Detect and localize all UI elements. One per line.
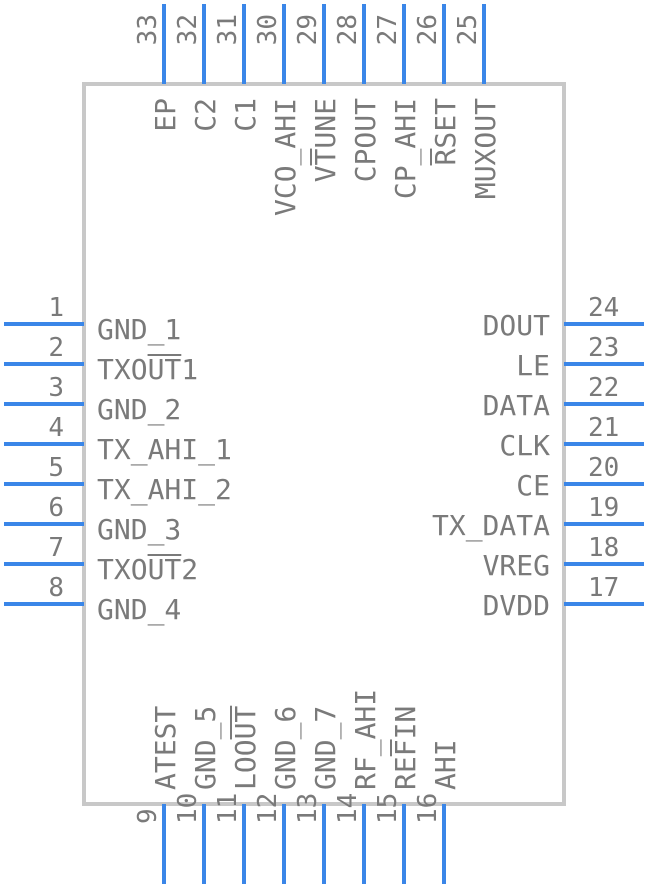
pin-13-number: 13 (293, 793, 323, 824)
pin-3-number: 3 (48, 373, 64, 403)
pin-19-number: 19 (588, 493, 619, 523)
pin-2-number: 2 (48, 333, 64, 363)
pin-20-name: CE (516, 469, 550, 502)
pin-20-number: 20 (588, 453, 619, 483)
pin-5-number: 5 (48, 453, 64, 483)
pin-28-name: CPOUT (349, 98, 382, 182)
pin-9-name: ATEST (149, 706, 182, 790)
pin-12-name: GND_6 (269, 706, 303, 790)
pin-24-number: 24 (588, 293, 619, 323)
pin-1-number: 1 (48, 293, 64, 323)
pin-22-name: DATA (483, 389, 551, 422)
pin-32-number: 32 (173, 14, 203, 45)
pin-18-name: VREG (483, 549, 550, 582)
pin-8-number: 8 (48, 573, 64, 603)
pin-18-number: 18 (588, 533, 619, 563)
pin-26-number: 26 (413, 14, 443, 45)
pin-10-number: 10 (173, 793, 203, 824)
pin-17-name: DVDD (483, 589, 550, 622)
pin-13-name: GND_7 (309, 706, 343, 790)
pin-3-name: GND_2 (97, 393, 181, 427)
pin-12-number: 12 (253, 793, 283, 824)
pin-16-name: AHI (429, 739, 462, 790)
pin-11-number: 11 (213, 793, 243, 824)
pin-17-number: 17 (588, 573, 619, 603)
pin-29-number: 29 (293, 14, 323, 45)
pin-7-name: TXOUT2 (97, 553, 198, 586)
pin-27-name: CP_AHI (389, 98, 423, 199)
pin-10-name: GND_5 (189, 706, 223, 790)
pin-11-name: LOOUT (229, 706, 262, 790)
pin-8-name: GND_4 (97, 593, 181, 627)
pin-31-number: 31 (213, 14, 243, 45)
pin-6-name: GND_3 (97, 513, 181, 547)
pin-27-number: 27 (373, 14, 403, 45)
pin-22-number: 22 (588, 373, 619, 403)
pin-21-name: CLK (499, 429, 550, 462)
pin-5-name: TX_AHI_2 (97, 473, 232, 507)
pin-26-name: RSET (429, 98, 462, 166)
pin-25-number: 25 (453, 14, 483, 45)
pin-25-name: MUXOUT (469, 98, 502, 199)
pin-1-name: GND_1 (97, 313, 181, 347)
pin-30-number: 30 (253, 14, 283, 45)
pin-15-name: REFIN (389, 706, 422, 790)
pin-6-number: 6 (48, 493, 64, 523)
pin-15-number: 15 (373, 793, 403, 824)
pin-29-name: VTUNE (309, 98, 342, 182)
pin-16-number: 16 (413, 793, 443, 824)
pin-30-name: VCO_AHI (269, 98, 303, 216)
pin-9-number: 9 (133, 808, 163, 824)
pin-31-name: C1 (229, 98, 262, 132)
pin-28-number: 28 (333, 14, 363, 45)
pin-7-number: 7 (48, 533, 64, 563)
pin-19-name: TX_DATA (432, 509, 550, 543)
pin-23-name: LE (516, 349, 550, 382)
pin-23-number: 23 (588, 333, 619, 363)
pin-24-name: DOUT (483, 309, 551, 342)
pin-33-name: EP (149, 98, 182, 132)
pin-14-name: RF_AHI (349, 689, 383, 790)
pin-33-number: 33 (133, 14, 163, 45)
pin-14-number: 14 (333, 793, 363, 824)
pin-4-number: 4 (48, 413, 64, 443)
pin-32-name: C2 (189, 98, 222, 132)
pin-4-name: TX_AHI_1 (97, 433, 232, 467)
pin-2-name: TXOUT1 (97, 353, 198, 386)
pin-21-number: 21 (588, 413, 619, 443)
